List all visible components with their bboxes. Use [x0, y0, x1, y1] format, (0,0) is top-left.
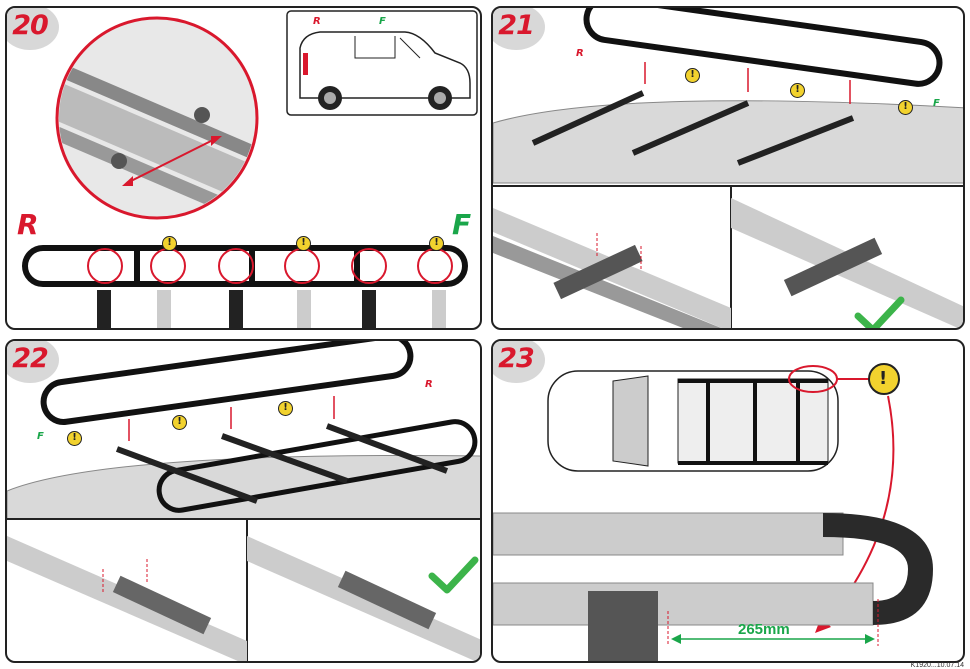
check-icon — [854, 296, 905, 328]
front-label: F — [933, 98, 940, 109]
measurement-label: 265mm — [738, 621, 790, 638]
front-label: F — [379, 16, 386, 27]
step-20-panel: 20 R F R F ! ! ! — [5, 6, 482, 330]
warning-icon: ! — [278, 401, 293, 416]
warning-icon: ! — [685, 68, 700, 83]
warning-icon: ! — [296, 236, 311, 251]
rear-label: R — [576, 48, 584, 59]
warning-icon: ! — [879, 368, 888, 389]
step-number-badge: 23 — [493, 341, 545, 383]
rear-label: R — [425, 379, 433, 390]
rear-label: R — [313, 16, 321, 27]
step-23-illustration — [493, 363, 933, 661]
document-code: K1920...10.07.14 — [910, 662, 964, 669]
warning-icon: ! — [898, 100, 913, 115]
step-21-illustration — [493, 8, 963, 328]
check-icon — [428, 556, 479, 594]
warning-icon: ! — [172, 415, 187, 430]
step-22-illustration — [7, 341, 480, 661]
front-label: F — [37, 431, 44, 442]
warning-icon: ! — [67, 431, 82, 446]
van-side-view — [299, 31, 471, 110]
step-number-badge: 20 — [7, 8, 59, 50]
warning-icon: ! — [162, 236, 177, 251]
step-number-badge: 22 — [7, 341, 59, 383]
rack-side-view — [22, 245, 468, 287]
step-20-illustration — [22, 10, 478, 328]
step-21-panel: 21 R F ! ! ! — [491, 6, 965, 330]
rear-label-large: R — [17, 208, 39, 241]
van-top-view — [547, 370, 839, 472]
rack-oval — [40, 341, 414, 425]
step-number-badge: 21 — [493, 8, 545, 50]
step-23-panel: 23 ! 265mm — [491, 339, 965, 663]
warning-icon: ! — [790, 83, 805, 98]
front-label-large: F — [452, 208, 472, 241]
rack-oval — [583, 8, 943, 87]
warning-icon: ! — [429, 236, 444, 251]
step-22-panel: 22 R F ! ! ! — [5, 339, 482, 663]
